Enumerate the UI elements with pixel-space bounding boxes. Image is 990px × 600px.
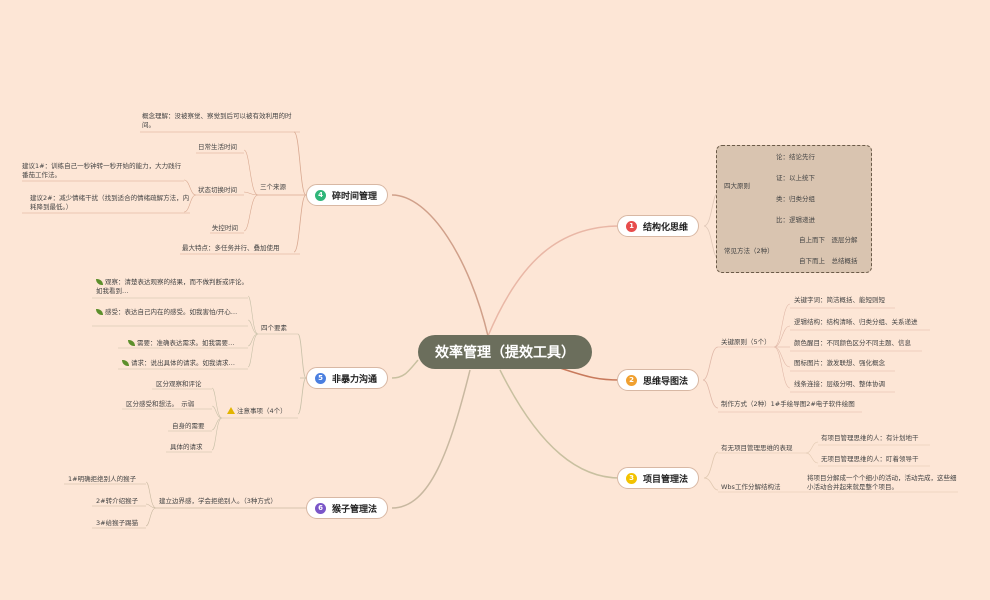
node-element-feel[interactable]: 感受：表达自己内在的感受。如我害怕/开心… xyxy=(96,308,248,317)
node-item[interactable]: 颜色醒目：不同颜色区分不同主题、信息 xyxy=(794,339,911,347)
node-wbs[interactable]: Wbs工作分解结构法 xyxy=(721,483,781,491)
node-item[interactable]: 逻辑结构：结构清晰、归类分组、关系递进 xyxy=(794,318,918,326)
branch-label: 猴子管理法 xyxy=(332,504,378,515)
node-common-methods[interactable]: 常见方法（2种） xyxy=(724,247,774,255)
leaf-icon xyxy=(128,340,135,346)
node-item[interactable]: 日常生活时间 xyxy=(198,143,237,151)
central-topic[interactable]: 效率管理（提效工具） xyxy=(418,335,592,369)
node-text: 感受：表达自己内在的感受。如我害怕/开心… xyxy=(105,308,238,316)
node-four-principles[interactable]: 四大原则 xyxy=(724,182,750,190)
branch-project-management[interactable]: 3 项目管理法 xyxy=(617,467,700,489)
node-pm-thinking[interactable]: 有无项目管理思维的表现 xyxy=(721,444,793,452)
node-item[interactable]: 1#明确拒绝别人的猴子 xyxy=(68,475,137,483)
node-three-sources[interactable]: 三个来源 xyxy=(260,183,286,191)
node-item[interactable]: 有项目管理思维的人：有计划地干 xyxy=(821,434,919,442)
node-element-need[interactable]: 需要：准确表达需求。如我需要… xyxy=(128,339,235,348)
badge-5: 5 xyxy=(315,372,326,384)
node-wbs-desc[interactable]: 将项目分解成一个个细小的活动，活动完成，这些细小活动合并起来就是整个项目。 xyxy=(807,474,957,491)
branch-label: 思维导图法 xyxy=(643,376,689,387)
leaf-icon xyxy=(122,360,129,366)
branch-structured-thinking[interactable]: 1 结构化思维 xyxy=(617,215,700,237)
warning-icon xyxy=(227,407,235,414)
node-item[interactable]: 图标图片：激发联想、强化概念 xyxy=(794,359,885,367)
node-item[interactable]: 具体的请求 xyxy=(170,443,203,451)
branch1-boundary-box xyxy=(716,145,872,273)
badge-6: 6 xyxy=(315,502,326,514)
branch-nonviolent-communication[interactable]: 5 非暴力沟通 xyxy=(306,367,389,389)
node-item[interactable]: 状态切换时间 xyxy=(198,186,237,194)
node-concept[interactable]: 概念理解：没被察觉、察觉到后可以被有效利用的时间。 xyxy=(142,112,292,129)
branch-label: 碎时间管理 xyxy=(332,191,378,202)
node-text: 观察：清楚表达观察的结果，而不做判断或评论。如我看到… xyxy=(96,278,248,295)
branch-label: 项目管理法 xyxy=(643,474,689,485)
branch-monkey-management[interactable]: 6 猴子管理法 xyxy=(306,497,389,519)
leaf-icon xyxy=(96,309,103,315)
branch-mind-map[interactable]: 2 思维导图法 xyxy=(617,369,700,391)
node-item[interactable]: 自身的需要 xyxy=(172,422,205,430)
node-element-observe[interactable]: 观察：清楚表达观察的结果，而不做判断或评论。如我看到… xyxy=(96,278,248,296)
node-suggestion-1[interactable]: 建议1#：训练自己一秒钟转一秒开始的能力，大力践行番茄工作法。 xyxy=(22,162,182,179)
node-feature[interactable]: 最大特点：多任务并行、叠加使用 xyxy=(182,244,280,252)
node-notes[interactable]: 注意事项（4个） xyxy=(227,407,287,416)
node-item[interactable]: 线条连接：层级分明、整体协调 xyxy=(794,380,885,388)
node-item[interactable]: 论：结论先行 xyxy=(776,153,815,161)
leaf-icon xyxy=(96,279,103,285)
node-item[interactable]: 2#转介绍猴子 xyxy=(96,497,139,505)
node-item[interactable]: 无项目管理思维的人：盯着领导干 xyxy=(821,455,919,463)
node-text: 需要：准确表达需求。如我需要… xyxy=(137,339,235,347)
node-element-request[interactable]: 请求：说出具体的请求。如我请求… xyxy=(122,359,235,368)
node-text: 请求：说出具体的请求。如我请求… xyxy=(131,359,235,367)
node-item[interactable]: 证：以上统下 xyxy=(776,174,815,182)
badge-2: 2 xyxy=(626,374,637,386)
branch-label: 结构化思维 xyxy=(643,222,689,233)
badge-4: 4 xyxy=(315,189,326,201)
node-item[interactable]: 自上而下 逐层分解 xyxy=(799,236,858,244)
node-four-elements[interactable]: 四个要素 xyxy=(261,324,287,332)
node-making-methods[interactable]: 制作方式（2种）1#手绘导图2#电子软件绘图 xyxy=(721,400,855,408)
branch-fragment-time[interactable]: 4 碎时间管理 xyxy=(306,184,389,206)
node-item[interactable]: 3#给猴子踢猫 xyxy=(96,519,139,527)
node-boundary[interactable]: 建立边界感，学会拒绝别人。（3种方式） xyxy=(159,497,277,505)
node-suggestion-2[interactable]: 建议2#：减少情绪干扰（找到适合的情绪疏解方法，内耗降到最低。） xyxy=(30,194,190,211)
node-item[interactable]: 区分感受和想法。 示弱 xyxy=(126,400,195,408)
node-item[interactable]: 比：逻辑递进 xyxy=(776,216,815,224)
node-item[interactable]: 区分观察和评论 xyxy=(156,380,202,388)
node-item[interactable]: 失控时间 xyxy=(212,224,238,232)
node-text: 注意事项（4个） xyxy=(237,407,287,415)
badge-3: 3 xyxy=(626,472,637,484)
branch-label: 非暴力沟通 xyxy=(332,374,378,385)
node-item[interactable]: 类：归类分组 xyxy=(776,195,815,203)
node-item[interactable]: 关键字词：简洁概括、能短则短 xyxy=(794,296,885,304)
node-item[interactable]: 自下而上 总结概括 xyxy=(799,257,858,265)
node-key-principles[interactable]: 关键原则（5个） xyxy=(721,338,771,346)
central-topic-label: 效率管理（提效工具） xyxy=(435,345,575,361)
badge-1: 1 xyxy=(626,220,637,232)
